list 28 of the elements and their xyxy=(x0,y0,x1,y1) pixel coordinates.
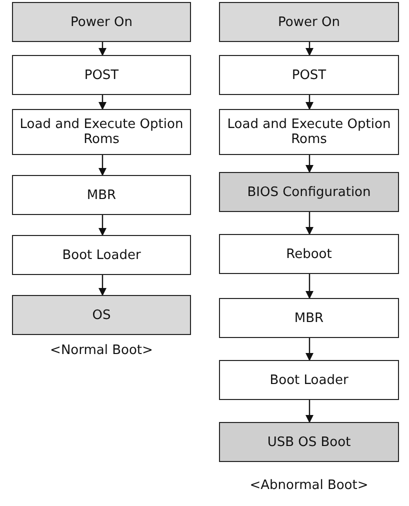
arrow xyxy=(98,95,106,110)
process-box: Load and Execute Option Roms xyxy=(12,109,191,155)
process-box: POST xyxy=(219,55,399,95)
arrow xyxy=(306,95,314,110)
arrow xyxy=(98,215,106,236)
arrow xyxy=(98,155,106,176)
arrow xyxy=(306,338,314,361)
process-box: MBR xyxy=(219,298,399,338)
process-box: Power On xyxy=(12,2,191,42)
arrow xyxy=(306,42,314,56)
process-box: Power On xyxy=(219,2,399,42)
arrow xyxy=(306,274,314,299)
process-box: POST xyxy=(12,55,191,95)
process-box: OS xyxy=(12,295,191,335)
process-box: Boot Loader xyxy=(12,235,191,275)
arrow xyxy=(98,275,106,296)
process-box: Boot Loader xyxy=(219,360,399,400)
process-box: MBR xyxy=(12,175,191,215)
process-box: BIOS Configuration xyxy=(219,172,399,212)
arrow xyxy=(306,400,314,423)
arrow xyxy=(306,155,314,173)
caption: <Abnormal Boot> xyxy=(248,478,370,493)
arrow xyxy=(306,212,314,235)
arrow xyxy=(98,42,106,56)
process-box: USB OS Boot xyxy=(219,422,399,462)
caption: <Normal Boot> xyxy=(49,343,154,358)
process-box: Load and Execute Option Roms xyxy=(219,109,399,155)
process-box: Reboot xyxy=(219,234,399,274)
